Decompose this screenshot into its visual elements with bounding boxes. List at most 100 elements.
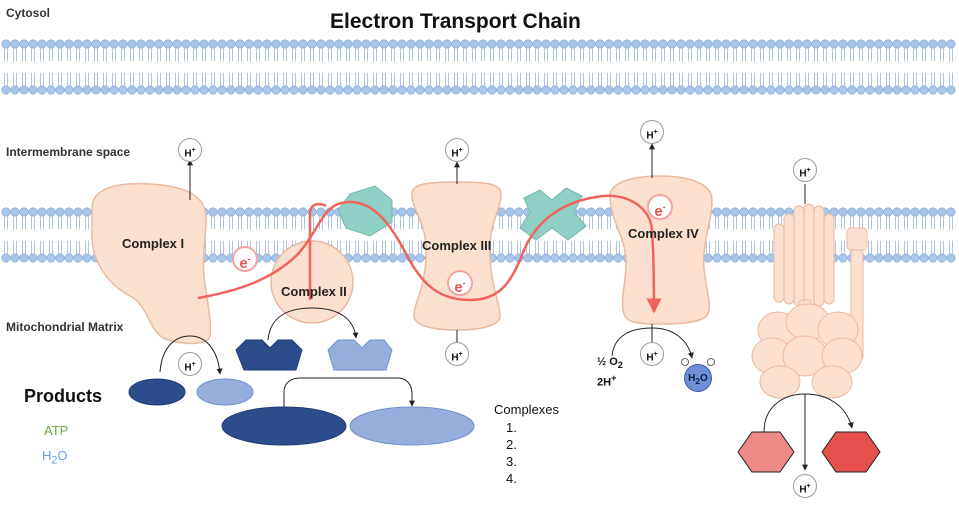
lipid-head [847,85,857,95]
complexes-item: 3. [506,454,517,469]
lipid-head [307,85,317,95]
water-hydrogen-right [707,358,715,366]
lipid-head [424,85,434,95]
matrix-label: Mitochondrial Matrix [6,320,124,334]
lipid-head [172,39,182,49]
lipid-head [37,39,47,49]
lipid-head [433,85,443,95]
ubiquinone-carrier [337,185,393,237]
proton-badge: H+ [445,342,469,366]
lipid-head [388,85,398,95]
lipid-head [262,207,272,217]
lipid-head [784,85,794,95]
lipid-head [163,39,173,49]
lipid-head [496,39,506,49]
lipid-head [208,207,218,217]
lipid-head [91,85,101,95]
lipid-head [946,85,956,95]
lipid-head [847,39,857,49]
lipid-head [757,39,767,49]
water-hydrogen-left [681,358,689,366]
lipid-head [190,85,200,95]
lipid-head [190,39,200,49]
lipid-head [208,39,218,49]
lipid-head [271,85,281,95]
large-dark-ellipse [221,406,347,446]
lipid-head [694,85,704,95]
lipid-head [739,207,749,217]
lipid-head [280,39,290,49]
lipid-head [856,39,866,49]
atp-hexagon [821,431,881,473]
lipid-head [307,39,317,49]
lipid-head [739,85,749,95]
lipid-head [811,85,821,95]
lipid-head [262,253,272,263]
proton-badge: H+ [640,342,664,366]
lipid-head [253,207,263,217]
lipid-head [937,39,947,49]
lipid-head [37,85,47,95]
lipid-head [874,253,884,263]
proton-badge: H+ [640,120,664,144]
lipid-head [352,253,362,263]
electron-path [197,194,662,314]
lipid-head [469,85,479,95]
lipid-head [235,85,245,95]
lipid-head [415,253,425,263]
lipid-head [586,39,596,49]
lipid-head [928,85,938,95]
lipid-head [874,85,884,95]
lipid-head [838,207,848,217]
complexes-item: 4. [506,471,517,486]
lipid-head [505,39,515,49]
lipid-head [937,207,947,217]
lipid-head [613,85,623,95]
lipid-head [361,85,371,95]
lipid-head [901,207,911,217]
lipid-head [361,39,371,49]
lipid-head [766,39,776,49]
lipid-head [370,85,380,95]
cytosol-label: Cytosol [6,6,51,20]
lipid-head [748,207,758,217]
lipid-head [505,85,515,95]
adp-hexagon [737,431,795,473]
lipid-head [397,39,407,49]
lipid-head [820,85,830,95]
lipid-head [55,207,65,217]
lipid-head [73,207,83,217]
lipid-head [730,253,740,263]
lipid-head [37,253,47,263]
lipid-head [262,85,272,95]
lipid-head [532,85,542,95]
lipid-head [523,85,533,95]
lipid-head [28,39,38,49]
lipid-head [847,207,857,217]
lipid-head [721,253,731,263]
lipid-head [595,85,605,95]
lipid-head [586,253,596,263]
lipid-head [541,85,551,95]
lipid-head [568,253,578,263]
lipid-head [892,85,902,95]
complex-ii-electron-path [308,202,327,300]
lipid-head [145,39,155,49]
lipid-head [901,253,911,263]
lipid-head [46,39,56,49]
lipid-head [865,39,875,49]
lipid-head [208,253,218,263]
lipid-head [46,85,56,95]
lipid-head [928,253,938,263]
lipid-head [379,253,389,263]
lipid-head [505,253,515,263]
proton-badge: H+ [445,138,469,162]
lipid-head [883,85,893,95]
lipid-head [568,39,578,49]
lipid-head [910,85,920,95]
lipid-head [235,207,245,217]
complex-ii-shape [270,240,354,324]
lipid-head [334,39,344,49]
fadh2-shape [235,339,303,371]
